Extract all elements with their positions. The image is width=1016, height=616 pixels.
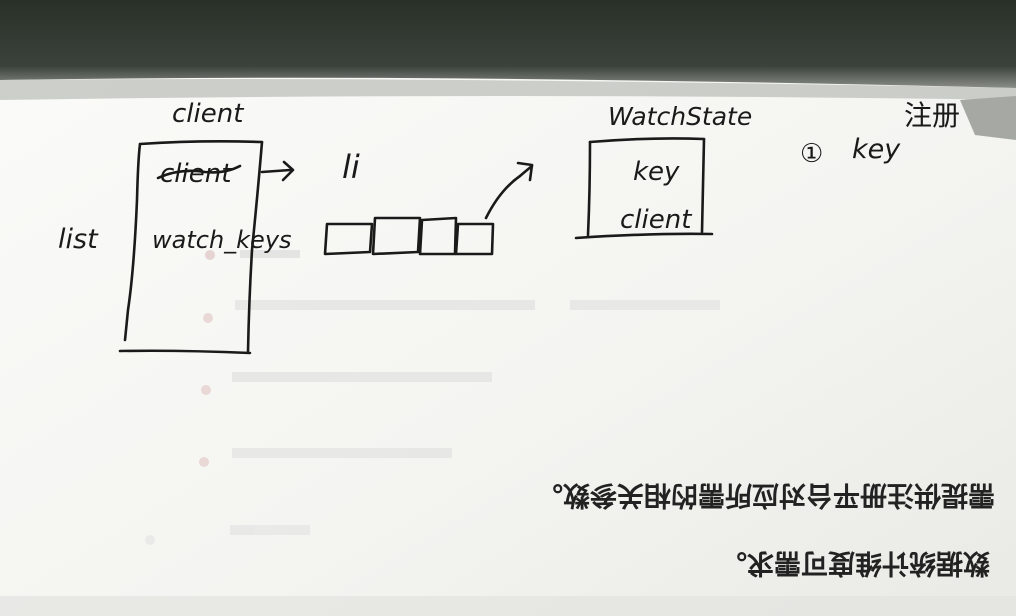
- watch-keys-label: watch_keys: [152, 226, 292, 254]
- watchstate-client: client: [620, 205, 692, 235]
- list-node-1: [323, 222, 374, 256]
- show-through-text: [145, 250, 720, 545]
- list-to-state-arrowhead: [516, 161, 534, 182]
- register-note: 注册: [904, 99, 960, 132]
- client-arrow-line: [260, 168, 292, 174]
- watchstate-box-top: [588, 137, 706, 144]
- client-box-bottom: [118, 349, 252, 355]
- client-title: client: [172, 99, 244, 129]
- list-to-state-arrow: [484, 164, 534, 220]
- watchstate-box-right: [700, 137, 706, 234]
- paper-edge-shadow: [0, 79, 1016, 100]
- corner-shadow: [960, 96, 1016, 140]
- client-box-top: [138, 140, 264, 146]
- watchstate-box-bottom: [574, 232, 714, 240]
- list-node-2: [371, 216, 422, 256]
- bottom-shadow: [0, 596, 1016, 616]
- dark-table-edge: [0, 0, 1016, 88]
- strike-through-line: [156, 164, 242, 180]
- list-label: list: [58, 224, 99, 255]
- key-note: key: [852, 134, 901, 165]
- client-arrow-head: [281, 160, 295, 182]
- watchstate-title: WatchState: [608, 102, 752, 131]
- step-one-marker: ①: [800, 139, 823, 169]
- list-node-4: [454, 222, 495, 256]
- printed-line-2-group: 数据统计维度可需求。: [720, 547, 990, 579]
- linked-list-nodes: [323, 216, 495, 256]
- printed-line-1-group: 需提供注册平台对应所需的相关参数。: [536, 479, 995, 511]
- watchstate-key: key: [633, 157, 680, 187]
- li-label: li: [342, 148, 360, 186]
- printed-line-2: 数据统计维度可需求。: [720, 547, 990, 579]
- client-box-right: [246, 140, 264, 354]
- client-box-left: [123, 142, 142, 342]
- printed-line-1: 需提供注册平台对应所需的相关参数。: [536, 479, 995, 511]
- watchstate-box-left: [586, 140, 592, 237]
